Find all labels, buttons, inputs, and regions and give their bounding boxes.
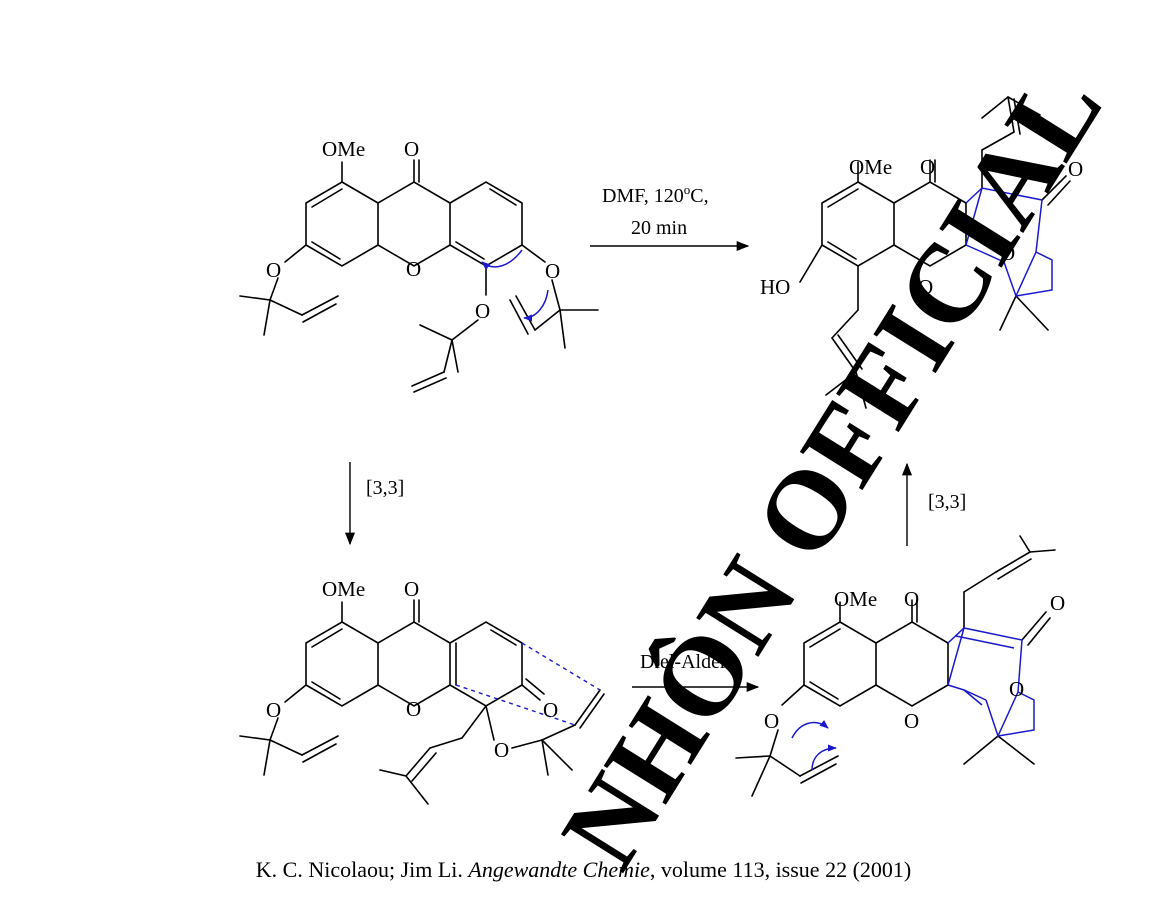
label-ome: OMe	[322, 577, 365, 601]
label-carbonyl-o: O	[404, 577, 419, 601]
citation: K. C. Nicolaou; Jim Li. Angewandte Chemi…	[0, 857, 1167, 883]
condition-middle-step: Diel-Alder	[640, 651, 727, 673]
label-ether-o: O	[764, 709, 779, 733]
label-ome: OMe	[834, 587, 877, 611]
molecule-starting-xanthone: OMe O O O O O	[239, 137, 599, 393]
condition-right-step: [3,3]	[928, 491, 966, 513]
citation-journal: Angewandte Chemie	[468, 857, 650, 882]
citation-authors: K. C. Nicolaou; Jim Li.	[255, 857, 463, 882]
label-ether-o: O	[494, 738, 509, 762]
label-ether-o: O	[266, 698, 281, 722]
label-hydroxyl: HO	[760, 275, 790, 299]
molecule-claisen-intermediate: OMe O O O O O	[239, 577, 605, 805]
molecule-product-cage: OMe O HO O O O	[760, 96, 1083, 409]
watermark: NHÔN OFFICIAL	[538, 49, 1126, 888]
label-ring-o: O	[406, 697, 421, 721]
label-ome: OMe	[849, 155, 892, 179]
label-carbonyl-o: O	[904, 587, 919, 611]
label-carbonyl-o: O	[404, 137, 419, 161]
label-ketone-o: O	[1050, 591, 1065, 615]
arrow-middle: Diel-Alder	[632, 651, 760, 693]
arrow-right-up: [3,3]	[901, 462, 966, 546]
label-bridge-o: O	[1009, 677, 1024, 701]
label-ring-o: O	[406, 257, 421, 281]
label-ring-o: O	[918, 275, 933, 299]
condition-top-line1: DMF, 120oC,	[602, 182, 709, 207]
arrow-top: DMF, 120oC, 20 min	[590, 182, 750, 252]
label-bridge-o: O	[1000, 241, 1015, 265]
label-ketone-o: O	[1068, 157, 1083, 181]
label-ether-o: O	[475, 299, 490, 323]
label-ether-o: O	[545, 259, 560, 283]
condition-left-step: [3,3]	[366, 477, 404, 499]
citation-details: , volume 113, issue 22 (2001)	[649, 857, 912, 882]
label-ether-o: O	[266, 258, 281, 282]
label-ome: OMe	[322, 137, 365, 161]
arrow-left-down: [3,3]	[344, 462, 404, 546]
molecule-caged-intermediate: OMe O O O O O	[735, 535, 1065, 797]
label-ring-o: O	[904, 709, 919, 733]
condition-top-line2: 20 min	[631, 217, 687, 239]
label-dienone-o: O	[543, 698, 558, 722]
label-carbonyl-o: O	[920, 155, 935, 179]
